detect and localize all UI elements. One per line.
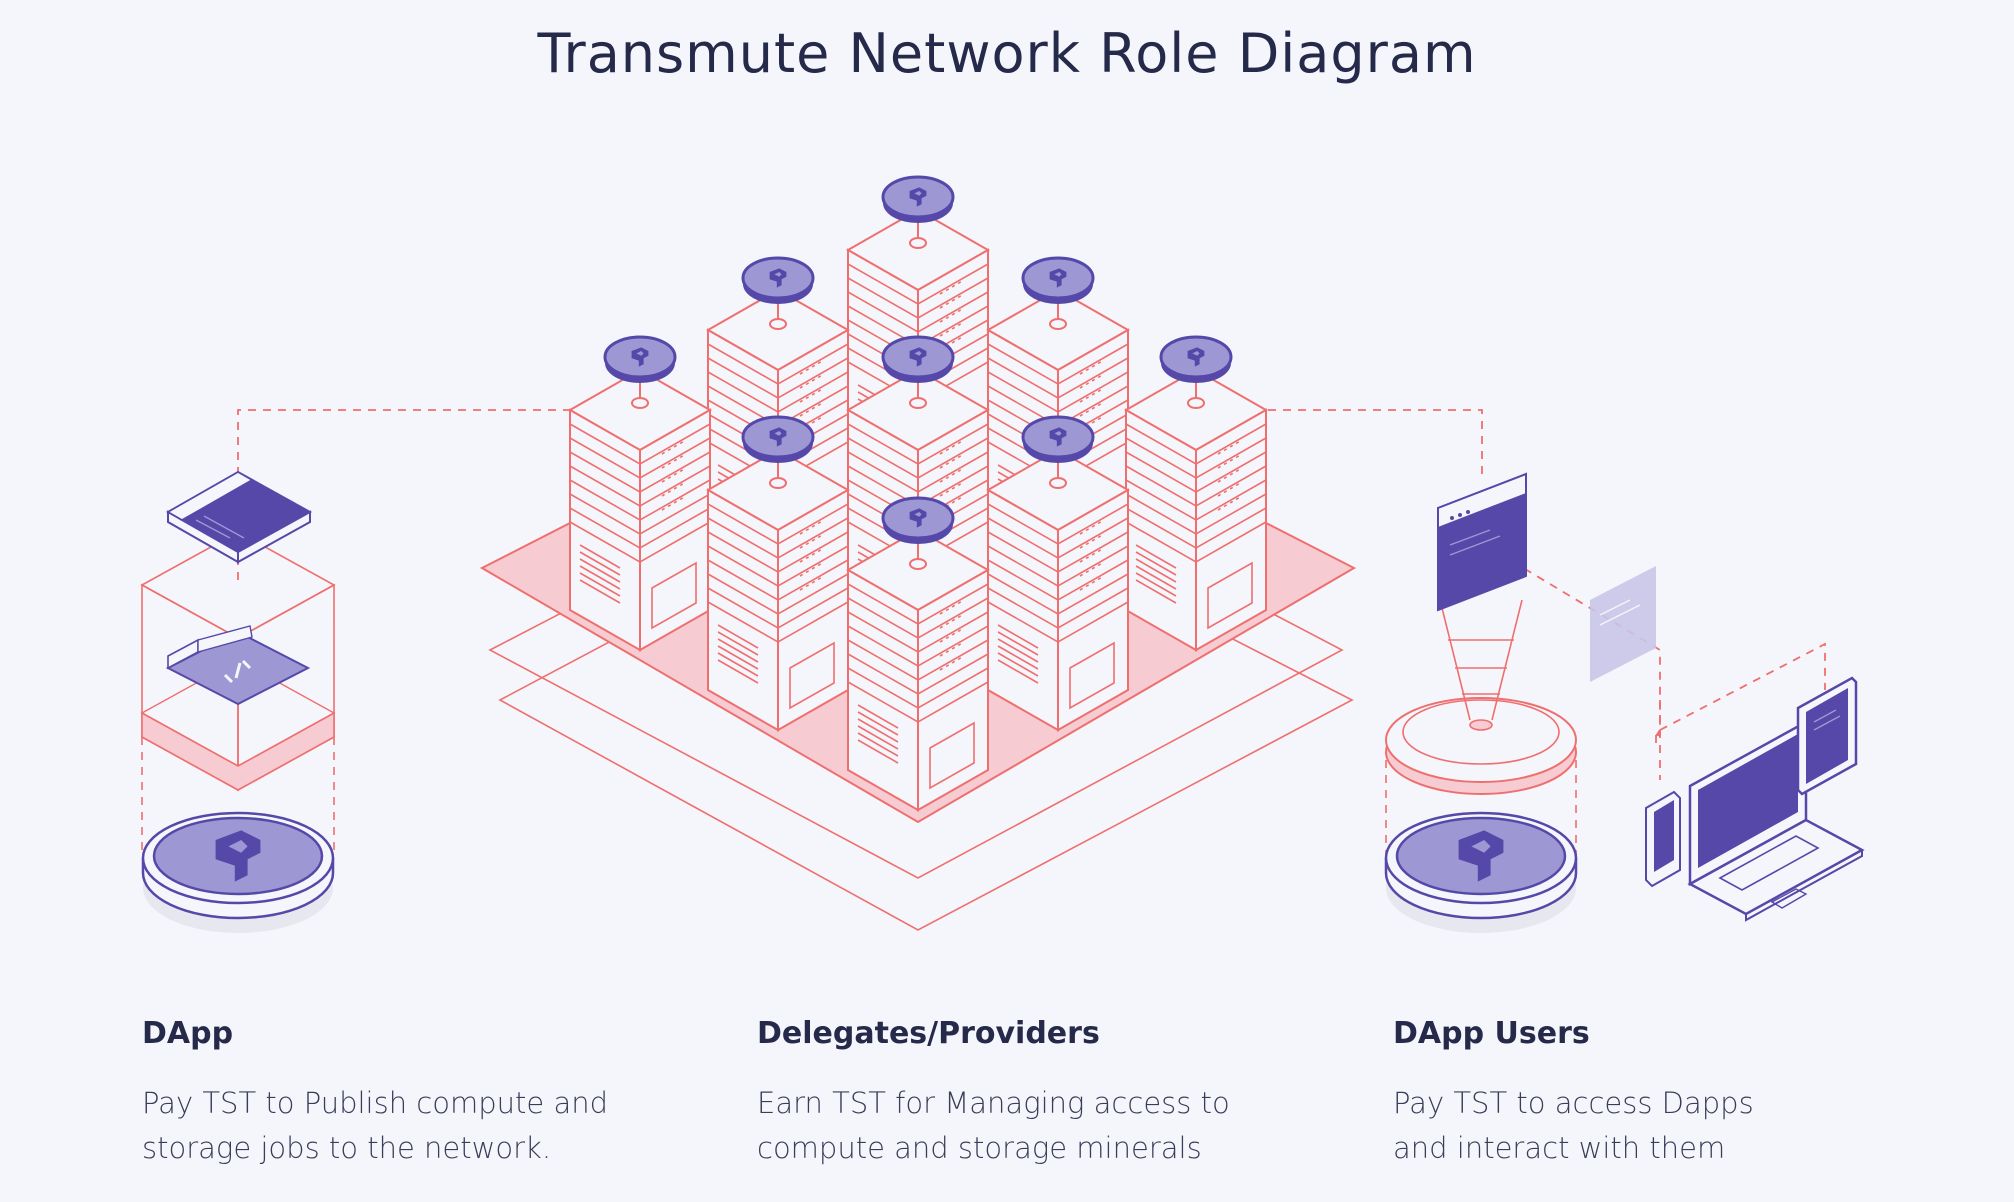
screen-panel-icon [1590, 566, 1656, 682]
role-description-delegates: Earn TST for Managing access to compute … [757, 1081, 1317, 1171]
role-description-line: compute and storage minerals [757, 1131, 1202, 1165]
browser-window-icon [165, 470, 313, 564]
tablet-icon [1796, 676, 1858, 796]
role-delegates-providers: Delegates/Providers Earn TST for Managin… [757, 1016, 1317, 1171]
role-title-dapp-users: DApp Users [1393, 1016, 1590, 1051]
dapp-users-group [1386, 472, 1865, 933]
phone-icon [1645, 790, 1681, 888]
role-description-line: Earn TST for Managing access to [757, 1086, 1230, 1120]
dapp-group [140, 470, 336, 933]
role-description-line: and interact with them [1393, 1131, 1726, 1165]
role-dapp-users: DApp Users Pay TST to access Dapps and i… [1393, 1016, 1953, 1171]
role-description-line: storage jobs to the network. [142, 1131, 552, 1165]
browser-window-icon-right [1437, 472, 1527, 612]
role-description-dapp-users: Pay TST to access Dapps and interact wit… [1393, 1081, 1953, 1171]
network-role-diagram [140, 0, 1865, 1000]
page-title: Transmute Network Role Diagram [537, 22, 1477, 85]
role-title-delegates: Delegates/Providers [757, 1016, 1100, 1051]
role-description-line: Pay TST to Publish compute and [142, 1086, 609, 1120]
laptop-icon [1687, 719, 1865, 922]
role-dapp: DApp Pay TST to Publish compute and stor… [142, 1016, 702, 1171]
role-description-line: Pay TST to access Dapps [1393, 1086, 1754, 1120]
code-layer-icon [165, 625, 311, 706]
role-title-dapp: DApp [142, 1016, 234, 1051]
role-description-dapp: Pay TST to Publish compute and storage j… [142, 1081, 702, 1171]
